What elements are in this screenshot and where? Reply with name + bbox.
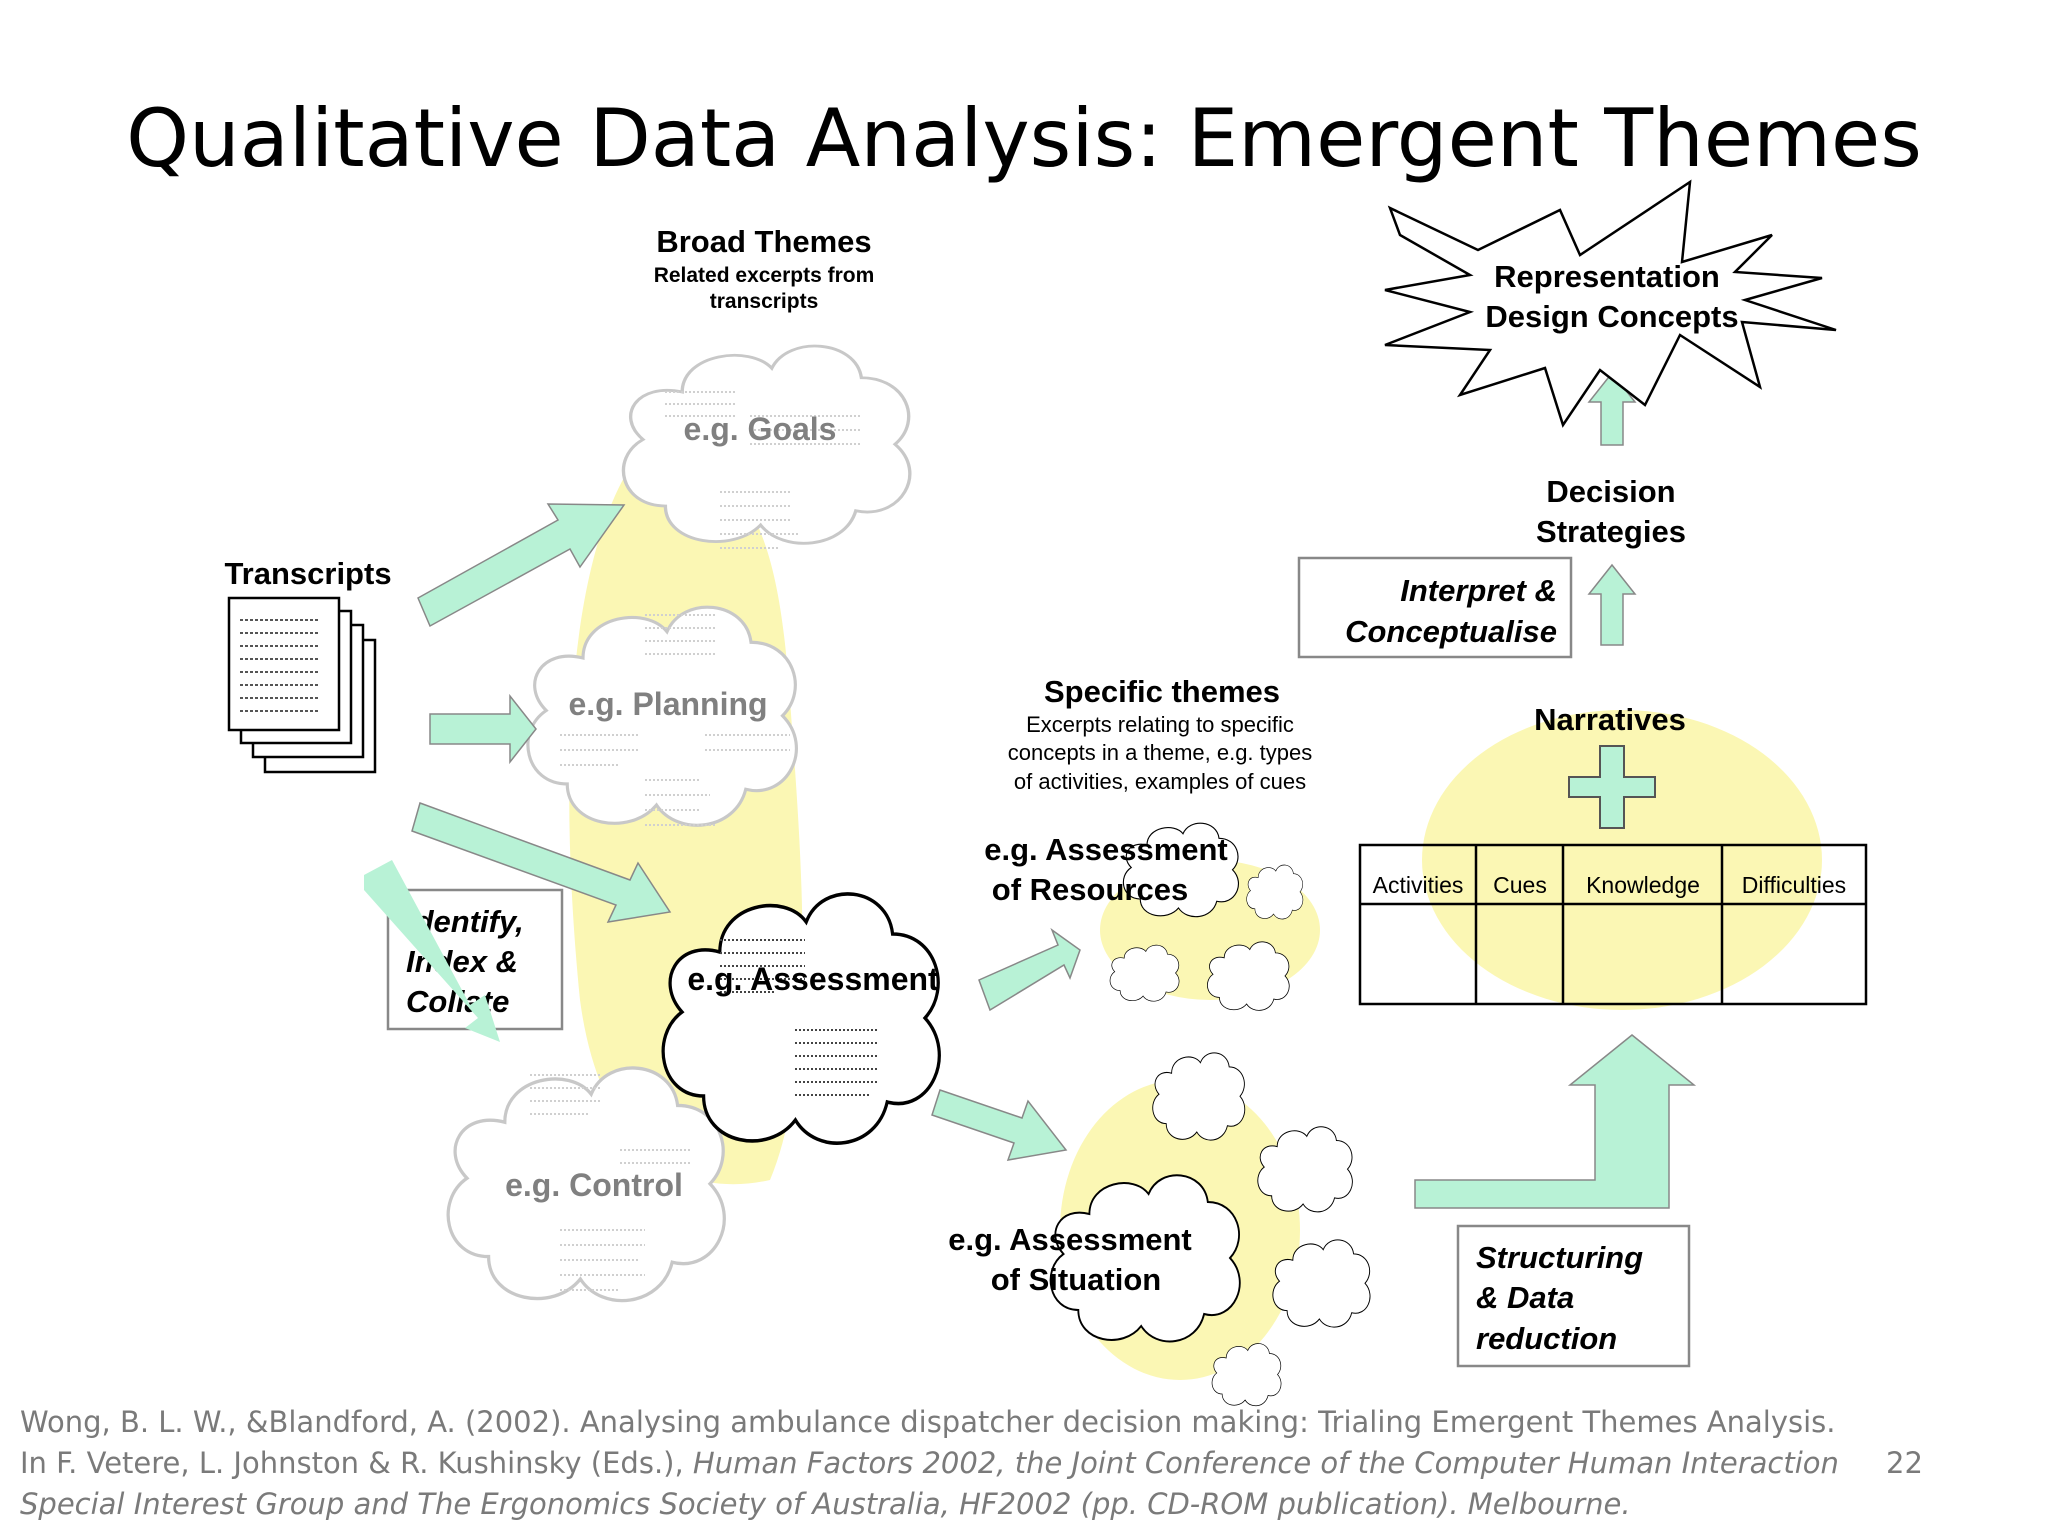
- cloud-control: e.g. Control: [446, 1066, 726, 1303]
- narratives-label: Narratives: [1534, 702, 1686, 737]
- interpret-box: Interpret & Conceptualise: [1297, 556, 1573, 659]
- cloud-assessment: e.g. Assessment: [661, 892, 942, 1145]
- assessment-resources-line-1: e.g. Assessment: [984, 832, 1228, 867]
- narratives-table: [1358, 843, 1868, 1006]
- citation: Wong, B. L. W., &Blandford, A. (2002). A…: [20, 1402, 1860, 1525]
- interpret-line-1: Interpret &: [1400, 573, 1557, 608]
- citation-italic-text: Human Factors 2002, the Joint Conference…: [20, 1446, 1839, 1521]
- structuring-line-1: Structuring: [1476, 1240, 1643, 1275]
- arrow-to-resources: [978, 927, 1081, 1012]
- assessment-situation-line-2: of Situation: [991, 1262, 1161, 1297]
- table-header-knowledge: Knowledge: [1586, 872, 1700, 898]
- arrow-to-control: [364, 860, 500, 1042]
- arrow-to-goals: [417, 503, 626, 628]
- representation-line-1: Representation: [1494, 259, 1720, 294]
- arrow-to-situation: [931, 1089, 1068, 1161]
- structuring-line-2: & Data: [1476, 1280, 1574, 1315]
- arrow-to-assessment: [411, 802, 672, 923]
- cloud-goals: e.g. Goals: [621, 344, 912, 549]
- citation-text: Wong, B. L. W., &Blandford, A. (2002). A…: [20, 1405, 1836, 1480]
- structuring-box: Structuring & Data reduction: [1456, 1224, 1691, 1368]
- cloud-planning: e.g. Planning: [526, 605, 798, 827]
- transcripts-stack-icon: [227, 596, 377, 774]
- specific-themes-title: Specific themes: [1044, 674, 1280, 709]
- theme-assessment-label: e.g. Assessment: [687, 961, 939, 997]
- broad-themes-subtitle-2: transcripts: [710, 290, 819, 313]
- page-number: 22: [1886, 1446, 1923, 1480]
- assessment-situation-label: e.g. Assessment of Situation: [948, 1222, 1192, 1297]
- slide-title: Qualitative Data Analysis: Emergent Them…: [126, 92, 1922, 185]
- green-arrows: [364, 371, 1697, 1209]
- broad-themes-title: Broad Themes: [656, 224, 871, 259]
- theme-goals-label: e.g. Goals: [684, 411, 837, 447]
- specific-themes-line-1: Excerpts relating to specific: [1026, 712, 1294, 737]
- assessment-situation-line-1: e.g. Assessment: [948, 1222, 1192, 1257]
- table-header-difficulties: Difficulties: [1742, 872, 1846, 898]
- transcripts-label: Transcripts: [224, 556, 391, 591]
- plus-icon: [1568, 745, 1656, 829]
- structuring-line-3: reduction: [1476, 1321, 1617, 1356]
- specific-themes-line-2: concepts in a theme, e.g. types: [1008, 740, 1313, 765]
- interpret-line-2: Conceptualise: [1345, 614, 1557, 649]
- arrow-to-table: [1414, 1034, 1697, 1209]
- theme-control-label: e.g. Control: [505, 1167, 683, 1203]
- theme-planning-label: e.g. Planning: [568, 686, 767, 722]
- decision-strategies-line-2: Strategies: [1536, 514, 1686, 549]
- representation-line-2: Design Concepts: [1485, 299, 1738, 334]
- table-header-activities: Activities: [1373, 872, 1464, 898]
- arrow-to-planning: [429, 693, 537, 765]
- starburst-shape: [1384, 179, 1837, 428]
- table-header-cues: Cues: [1493, 872, 1547, 898]
- assessment-resources-line-2: of Resources: [992, 872, 1188, 907]
- arrow-to-decision: [1587, 563, 1637, 646]
- decision-strategies-line-1: Decision: [1546, 474, 1675, 509]
- assessment-resources-label: e.g. Assessment of Resources: [984, 832, 1228, 907]
- specific-themes-line-3: of activities, examples of cues: [1014, 769, 1306, 794]
- broad-themes-subtitle-1: Related excerpts from: [654, 264, 875, 287]
